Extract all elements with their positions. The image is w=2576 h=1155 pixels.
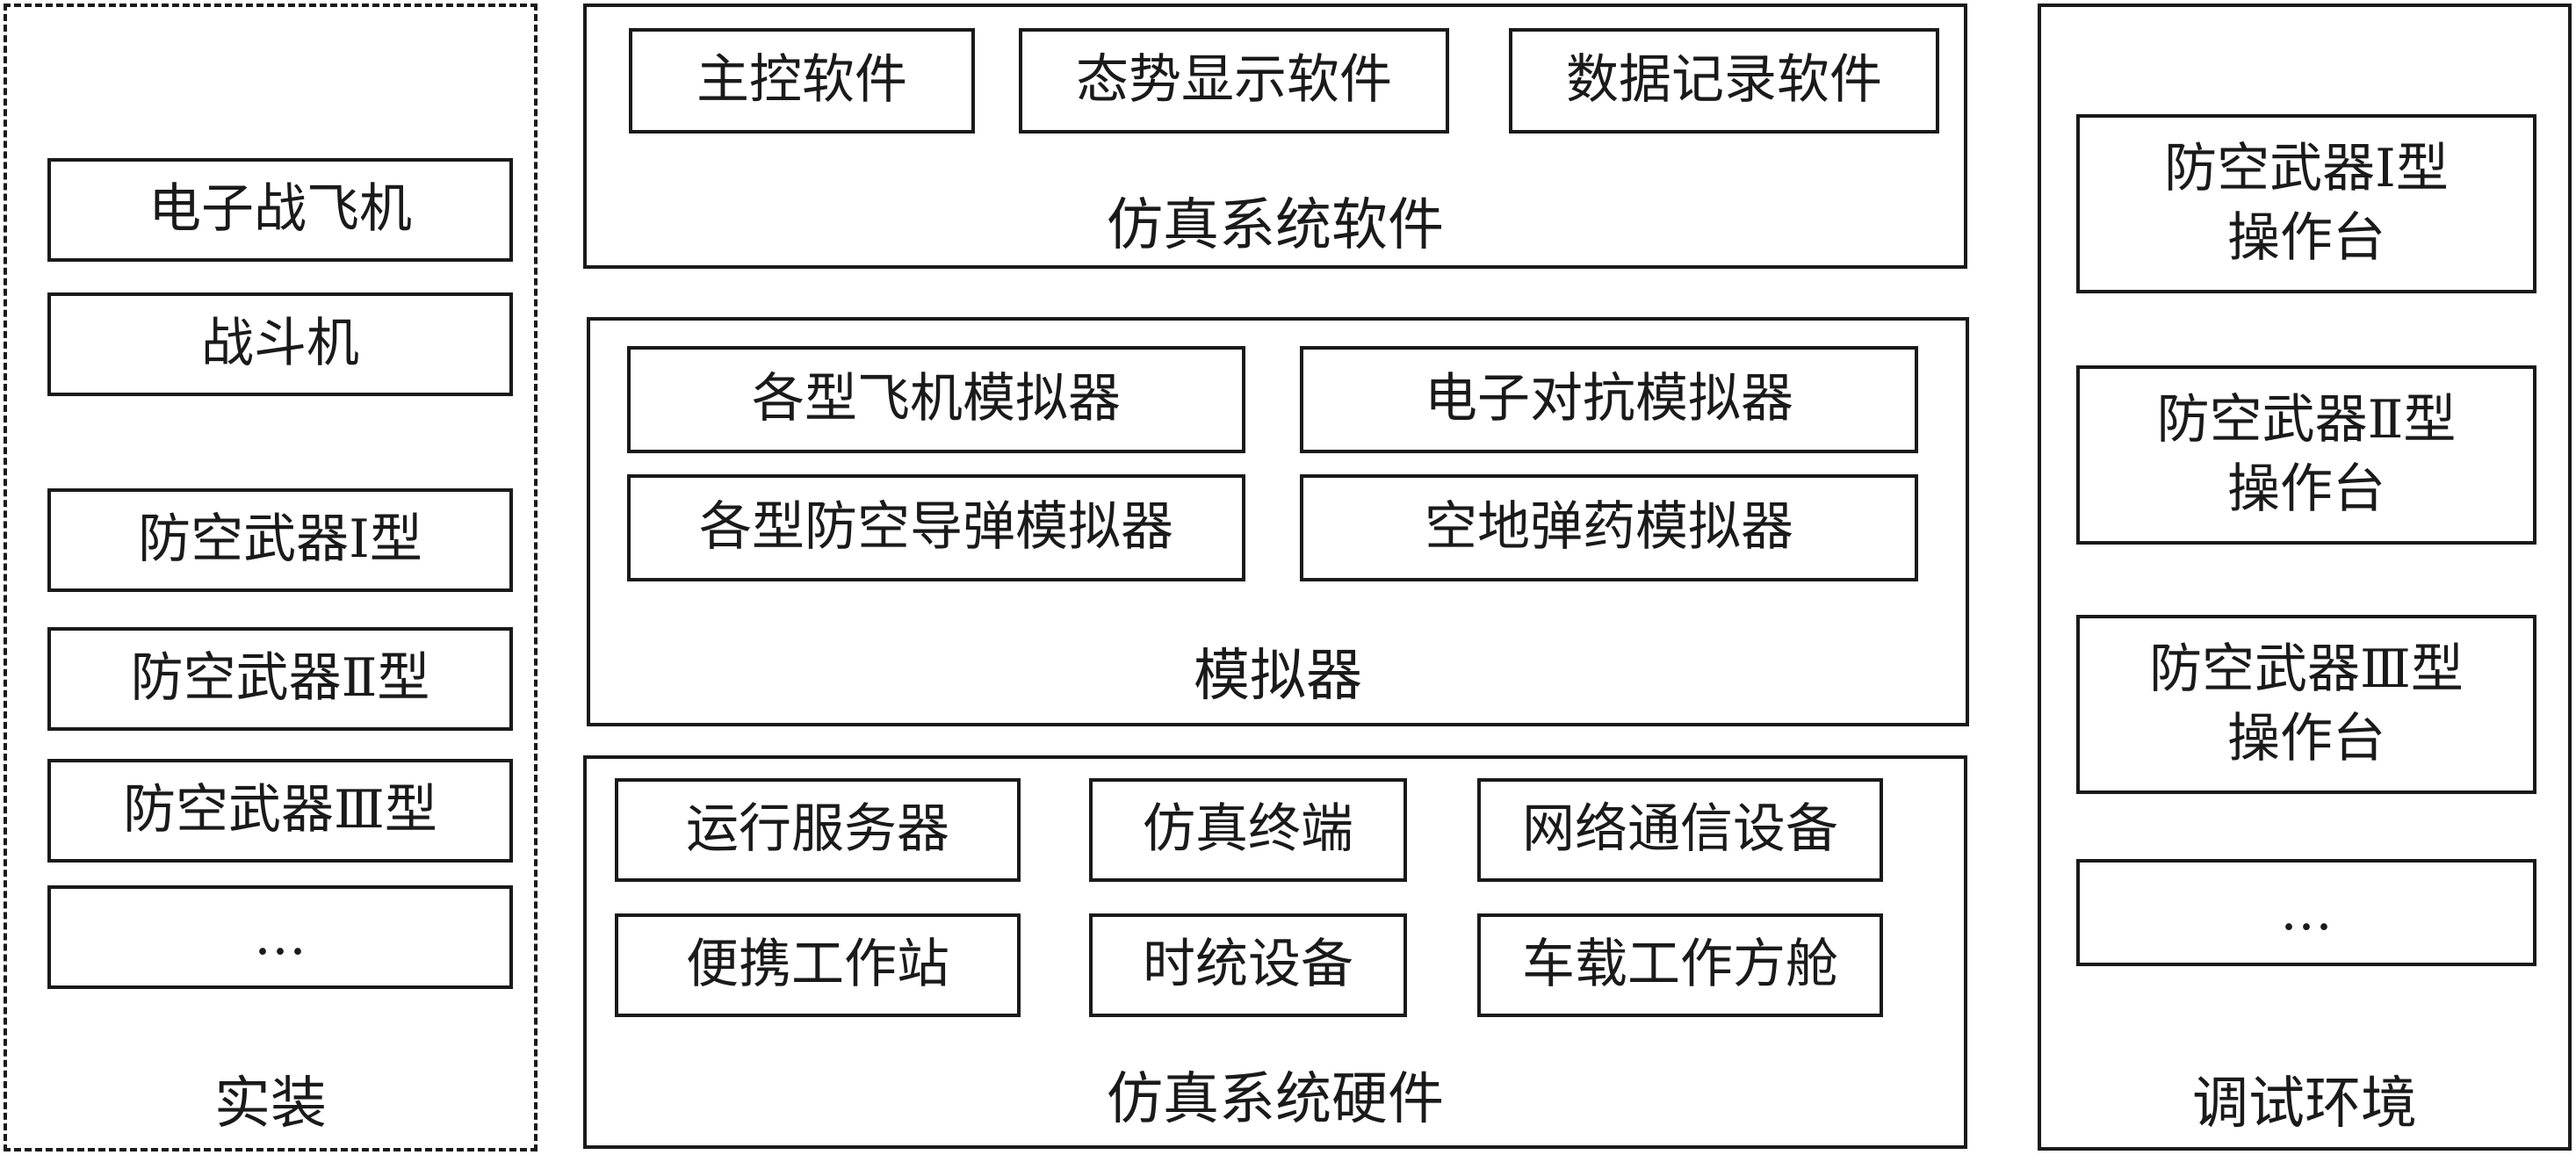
debug-item-console-2-line2: 操作台 <box>2227 458 2385 520</box>
software-item-master-control: 主控软件 <box>629 28 975 134</box>
debug-item-console-3-line2: 操作台 <box>2227 708 2385 769</box>
debug-item-console-1: 防空武器Ⅰ型 操作台 <box>2076 114 2536 293</box>
hardware-item-timing-device: 时统设备 <box>1089 913 1407 1017</box>
simulator-title: 模拟器 <box>1194 644 1362 709</box>
debug-item-console-2: 防空武器Ⅱ型 操作台 <box>2076 365 2536 545</box>
debug-item-console-3: 防空武器Ⅲ型 操作台 <box>2076 615 2536 794</box>
hardware-item-run-server: 运行服务器 <box>615 778 1021 882</box>
hardware-item-vehicle-shelter: 车载工作方舱 <box>1477 913 1883 1017</box>
debug-title: 调试环境 <box>2192 1072 2417 1137</box>
hardware-title: 仿真系统硬件 <box>1107 1067 1444 1132</box>
hardware-panel <box>583 755 1967 1149</box>
debug-panel <box>2038 4 2572 1151</box>
debug-item-console-1-line1: 防空武器Ⅰ型 <box>2164 137 2449 199</box>
equipment-title: 实装 <box>214 1072 327 1137</box>
simulator-item-air-ground-munition: 空地弹药模拟器 <box>1300 474 1918 581</box>
equipment-item-air-defense-3: 防空武器Ⅲ型 <box>47 759 513 863</box>
simulator-item-aircraft: 各型飞机模拟器 <box>627 346 1245 453</box>
debug-item-more-label: … <box>2280 881 2333 943</box>
hardware-item-sim-terminal: 仿真终端 <box>1089 778 1407 882</box>
equipment-item-fighter: 战斗机 <box>47 292 513 396</box>
equipment-item-ew-aircraft: 电子战飞机 <box>47 158 513 262</box>
debug-item-console-1-line2: 操作台 <box>2227 207 2385 269</box>
hardware-item-portable-workstation: 便携工作站 <box>615 913 1021 1017</box>
simulator-item-ecm: 电子对抗模拟器 <box>1300 346 1918 453</box>
equipment-item-air-defense-2: 防空武器Ⅱ型 <box>47 627 513 731</box>
hardware-item-network-device: 网络通信设备 <box>1477 778 1883 882</box>
equipment-item-more: … <box>47 885 513 989</box>
debug-item-console-3-line1: 防空武器Ⅲ型 <box>2149 638 2464 700</box>
debug-item-more: … <box>2076 859 2536 966</box>
software-title: 仿真系统软件 <box>1107 193 1444 258</box>
simulator-item-missile: 各型防空导弹模拟器 <box>627 474 1245 581</box>
simulator-panel <box>587 317 1969 726</box>
equipment-item-air-defense-1: 防空武器Ⅰ型 <box>47 488 513 592</box>
software-panel <box>583 4 1967 269</box>
software-item-situation-display: 态势显示软件 <box>1019 28 1449 134</box>
equipment-panel <box>4 4 538 1151</box>
software-item-data-recording: 数据记录软件 <box>1509 28 1939 134</box>
debug-item-console-2-line1: 防空武器Ⅱ型 <box>2156 388 2457 451</box>
